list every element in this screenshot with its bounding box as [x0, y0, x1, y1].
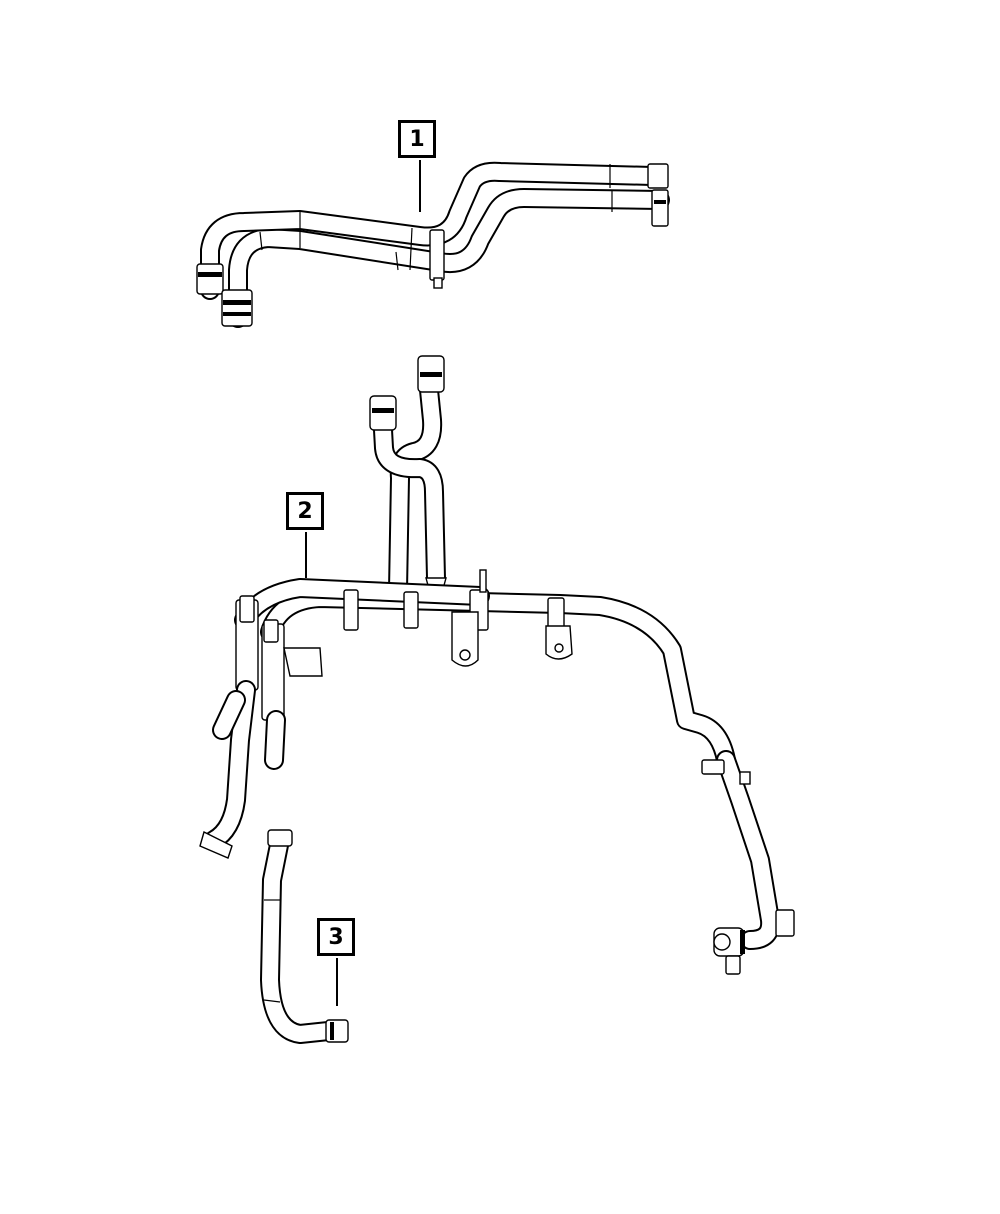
callout-3-label: 3	[328, 924, 344, 950]
hose-assembly-1	[196, 161, 670, 328]
hose-3	[260, 829, 349, 1044]
callout-1: 1	[398, 120, 436, 158]
callout-3: 3	[317, 918, 355, 956]
callout-2-label: 2	[297, 498, 313, 524]
hose-assembly-2	[199, 355, 795, 975]
callout-1-label: 1	[409, 126, 425, 152]
callout-2: 2	[286, 492, 324, 530]
